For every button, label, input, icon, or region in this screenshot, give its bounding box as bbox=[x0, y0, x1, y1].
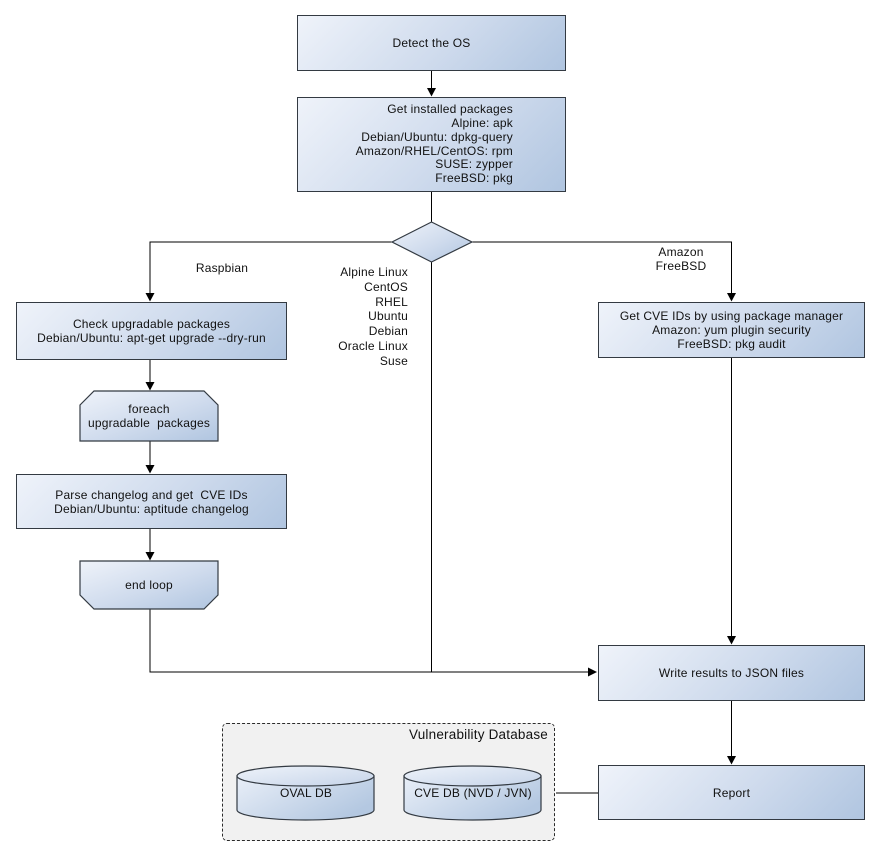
os-list-item: Ubuntu bbox=[368, 309, 408, 324]
node-text-line: Get installed packages bbox=[387, 102, 513, 117]
node-text-line: upgradable packages bbox=[87, 416, 211, 430]
oval-db-label: OVAL DB bbox=[279, 786, 333, 800]
arrowhead-into-parse bbox=[145, 465, 155, 474]
os-list-item: Alpine Linux bbox=[340, 265, 408, 279]
arrowhead-into-foreach bbox=[145, 382, 155, 391]
node-text-line: FreeBSD: pkg bbox=[435, 171, 513, 186]
connector-endloop-to-write bbox=[149, 609, 588, 673]
arrowhead-into-installed bbox=[427, 88, 436, 97]
os-list-item: Debian bbox=[368, 324, 408, 339]
node-text-line: Amazon: yum plugin security bbox=[652, 323, 811, 337]
arrowhead-into-report bbox=[727, 756, 736, 765]
os-list-item: Oracle Linux bbox=[338, 338, 408, 353]
foreach-loop-text: foreach upgradable packages bbox=[80, 391, 218, 441]
os-list-item: Suse bbox=[379, 353, 408, 368]
get-installed-packages-node: Get installed packages Alpine: apk Debia… bbox=[297, 97, 566, 192]
node-text-line: foreach bbox=[128, 402, 170, 416]
arrowhead-into-write-left bbox=[588, 667, 597, 677]
arrowhead-into-endloop bbox=[145, 552, 155, 561]
edge-label-freebsd: FreeBSD bbox=[655, 258, 707, 273]
node-text-line: Amazon/RHEL/CentOS: rpm bbox=[355, 143, 513, 158]
detect-os-label: Detect the OS bbox=[392, 36, 471, 50]
vulnerability-database-title: Vulnerability Database bbox=[409, 727, 548, 742]
foreach-loop-shape bbox=[79, 390, 219, 442]
os-list-item: CentOS bbox=[364, 279, 408, 294]
end-loop-shape bbox=[79, 560, 219, 610]
os-list-item: RHEL bbox=[375, 294, 408, 309]
connector-decision-to-check-upgradable bbox=[149, 241, 392, 293]
node-text-line: Parse changelog and get CVE IDs bbox=[55, 487, 248, 502]
end-loop-text: end loop bbox=[80, 561, 218, 609]
check-upgradable-node: Check upgradable packages Debian/Ubuntu:… bbox=[16, 302, 287, 360]
node-text-line: Debian/Ubuntu: dpkg-query bbox=[361, 129, 513, 144]
arrowhead-into-write-top bbox=[727, 636, 736, 645]
cve-db-cylinder bbox=[403, 765, 542, 821]
parse-changelog-node: Parse changelog and get CVE IDs Debian/U… bbox=[16, 474, 287, 529]
node-text-line: Check upgradable packages bbox=[72, 317, 231, 331]
decision-diamond bbox=[390, 221, 474, 263]
node-text-line: Debian/Ubuntu: aptitude changelog bbox=[54, 501, 249, 516]
node-text-line: SUSE: zypper bbox=[435, 157, 513, 172]
get-cve-pkg-manager-node: Get CVE IDs by using package manager Ama… bbox=[598, 302, 865, 358]
report-label: Report bbox=[712, 785, 751, 800]
node-text-line: Debian/Ubuntu: apt-get upgrade --dry-run bbox=[37, 331, 266, 345]
end-loop-label: end loop bbox=[125, 578, 173, 592]
edge-label-amazon: Amazon bbox=[658, 245, 704, 259]
oval-db-cylinder bbox=[236, 765, 375, 821]
node-text-line: Get CVE IDs by using package manager bbox=[619, 309, 844, 323]
edge-label-raspbian: Raspbian bbox=[195, 261, 249, 275]
edge-label-os-list: Alpine Linux CentOS RHEL Ubuntu Debian O… bbox=[300, 265, 408, 369]
report-node: Report bbox=[598, 765, 865, 820]
write-results-label: Write results to JSON files bbox=[658, 666, 805, 680]
arrowhead-into-check-upgradable bbox=[145, 293, 155, 302]
cve-db-label: CVE DB (NVD / JVN) bbox=[414, 786, 532, 800]
node-text-line: Alpine: apk bbox=[451, 115, 513, 130]
arrowhead-into-get-cve bbox=[727, 293, 736, 302]
write-results-node: Write results to JSON files bbox=[598, 645, 865, 701]
edge-label-amazon-freebsd: Amazon FreeBSD bbox=[640, 245, 722, 273]
node-text-line: FreeBSD: pkg audit bbox=[677, 337, 786, 351]
connector-decision-to-get-cve bbox=[472, 241, 732, 293]
detect-os-node: Detect the OS bbox=[297, 15, 566, 71]
